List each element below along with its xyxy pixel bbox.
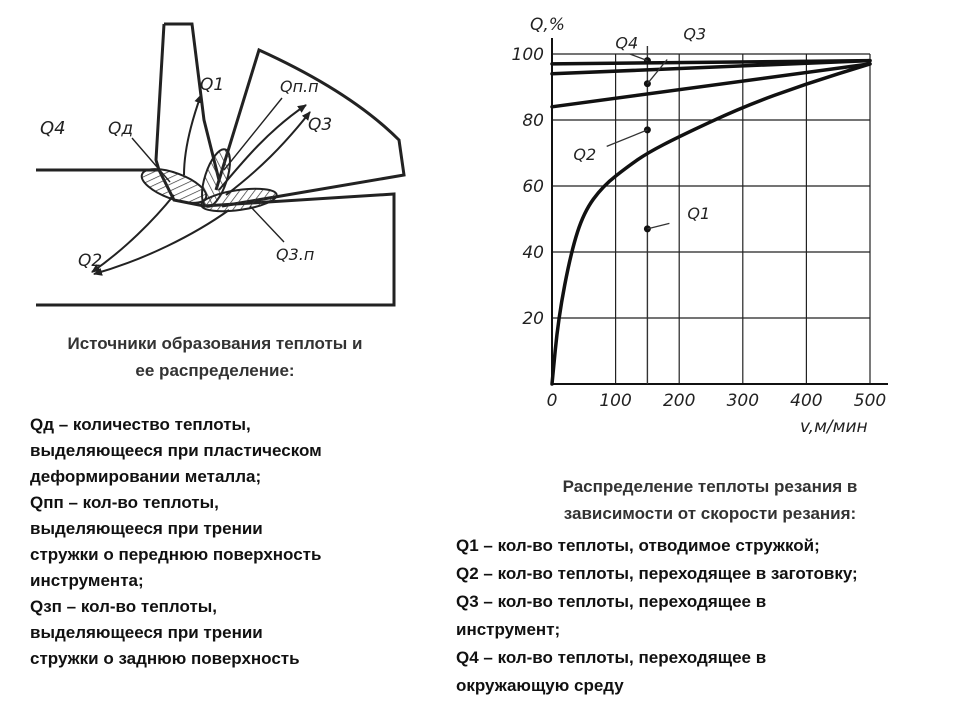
x-tick-label: 100 xyxy=(599,391,631,411)
definition-line: Q1 – кол-во теплоты, отводимое стружкой; xyxy=(456,536,820,555)
point-leader-q3 xyxy=(646,59,668,85)
label-qzp: Q3.п xyxy=(276,245,314,264)
definition-line: Qзп – кол-во теплоты, xyxy=(30,597,218,616)
y-tick-label: 20 xyxy=(522,309,544,329)
data-point-q2 xyxy=(643,126,651,134)
arrow-q2b xyxy=(93,209,230,276)
chart-series xyxy=(550,58,872,386)
series-line-q2 xyxy=(550,62,872,109)
chart-ticks: 0 100 200 300 400 500 20 40 60 80 100 xyxy=(512,45,887,411)
series-line-q1 xyxy=(550,62,872,386)
arrow-qpp xyxy=(218,104,307,191)
definition-line: Q3 – кол-во теплоты, переходящее в xyxy=(456,592,767,611)
definition-line: окружающую среду xyxy=(456,676,624,695)
label-q1: Q1 xyxy=(200,75,224,95)
x-tick-label: 400 xyxy=(790,391,822,411)
point-label-q3: Q3 xyxy=(683,25,706,44)
heat-distribution-definitions: Q1 – кол-во теплоты, отводимое стружкой;… xyxy=(456,532,956,700)
chip-outline xyxy=(154,22,221,181)
y-axis-label: Q,% xyxy=(530,15,565,35)
label-q4: Q4 xyxy=(40,118,66,139)
label-q3: Q3 xyxy=(308,115,332,135)
data-point-q4 xyxy=(643,57,651,65)
series-line-q4 xyxy=(550,58,872,66)
x-tick-label: 300 xyxy=(727,391,759,411)
definition-line: Q2 – кол-во теплоты, переходящее в загот… xyxy=(456,564,858,583)
label-qpp: Qп.п xyxy=(280,77,319,96)
definition-line: Qд – количество теплоты, xyxy=(30,415,251,434)
definition-line: инструмента; xyxy=(30,571,144,590)
y-tick-label: 60 xyxy=(522,177,544,197)
deformation-zone xyxy=(140,168,208,204)
label-qd: Qд xyxy=(108,119,133,139)
y-tick-label: 100 xyxy=(512,45,544,65)
diagram-caption-line2: ее распределение: xyxy=(135,361,295,380)
chart-grid xyxy=(551,38,888,385)
heat-source-definitions: Qд – количество теплоты, выделяющееся пр… xyxy=(30,412,410,672)
heat-sources-diagram: Q4 Qд Q1 Qп.п Q3 Q2 Q3.п xyxy=(36,22,406,307)
definition-line: Qпп – кол-во теплоты, xyxy=(30,493,219,512)
point-label-q4: Q4 xyxy=(615,34,638,53)
label-q2: Q2 xyxy=(78,251,102,271)
definition-line: выделяющееся при трении xyxy=(30,519,263,538)
arrow-q2a xyxy=(91,194,175,273)
definition-line: Q4 – кол-во теплоты, переходящее в xyxy=(456,648,767,667)
point-leader-q2 xyxy=(606,129,648,148)
tool-outline xyxy=(214,47,406,208)
point-label-q1: Q1 xyxy=(687,204,710,223)
arrow-q3 xyxy=(225,111,311,196)
definition-line: выделяющееся при трении xyxy=(30,623,263,642)
x-tick-label: 200 xyxy=(663,391,695,411)
x-tick-label: 500 xyxy=(854,391,886,411)
diagram-caption: Источники образования теплоты и ее распр… xyxy=(30,330,400,384)
chart-caption-line1: Распределение теплоты резания в xyxy=(562,477,858,496)
x-tick-label: 0 xyxy=(547,391,558,411)
point-leader-q1 xyxy=(647,222,670,230)
definition-line: выделяющееся при пластическом xyxy=(30,441,322,460)
chart-caption: Распределение теплоты резания в зависимо… xyxy=(460,473,960,527)
point-label-q2: Q2 xyxy=(573,145,596,164)
chart-caption-line2: зависимости от скорости резания: xyxy=(563,504,857,523)
definition-line: деформировании металла; xyxy=(30,467,262,486)
point-leader-q4 xyxy=(629,53,648,62)
leader-qpp xyxy=(223,97,283,171)
leader-qzp xyxy=(249,205,285,243)
arrow-q1 xyxy=(183,94,203,176)
x-axis-label: v,м/мин xyxy=(800,417,868,437)
leader-qd xyxy=(131,137,171,183)
y-tick-label: 40 xyxy=(522,243,544,263)
y-tick-label: 80 xyxy=(522,111,544,131)
diagram-caption-line1: Источники образования теплоты и xyxy=(67,334,363,353)
definition-line: стружки о заднюю поверхность xyxy=(30,649,300,668)
definition-line: стружки о переднюю поверхность xyxy=(30,545,322,564)
definition-line: инструмент; xyxy=(456,620,561,639)
flank-friction-zone xyxy=(200,187,278,213)
